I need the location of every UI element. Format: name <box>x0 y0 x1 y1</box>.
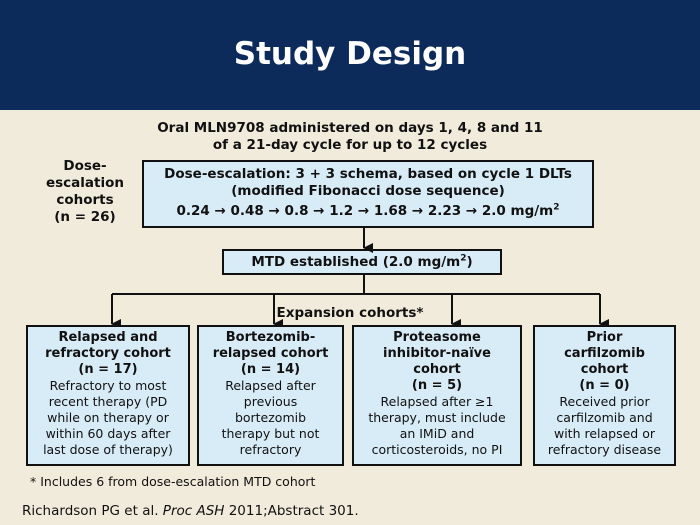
dose-escalation-line-1: Dose-escalation: 3 + 3 schema, based on … <box>164 166 572 182</box>
cohort-description: Relapsed after ≥1 therapy, must include … <box>368 394 506 457</box>
dose-value: 0.8 <box>284 203 309 219</box>
dose-value: 2.23 <box>427 203 462 219</box>
dose-sequence: 0.24 → 0.48 → 0.8 → 1.2 → 1.68 → 2.23 → … <box>144 201 592 221</box>
dose-value: 1.2 <box>329 203 354 219</box>
cohort-name: Bortezomib- relapsed cohort (n = 14) <box>212 330 329 377</box>
cohort-prior-carfilzomib: Prior carfilzomib cohort (n = 0) Receive… <box>533 325 676 466</box>
page-title: Study Design <box>233 36 467 72</box>
cohort-relapsed-refractory: Relapsed and refractory cohort (n = 17) … <box>26 325 190 466</box>
arrow-right-icon: → <box>313 203 325 219</box>
dose-unit: mg/m <box>510 203 554 219</box>
arrow-right-icon: → <box>214 203 226 219</box>
cohort-description: Refractory to most recent therapy (PD wh… <box>43 378 173 457</box>
mtd-box: MTD established (2.0 mg/m2) <box>222 249 502 275</box>
arrow-right-icon: → <box>465 203 478 219</box>
cohort-proteasome-naive: Proteasome inhibitor-naïve cohort (n = 5… <box>352 325 522 466</box>
reference-journal: Proc ASH <box>162 503 225 519</box>
side-label-line: Dose- <box>63 158 107 174</box>
subtitle-line-2: of a 21-day cycle for up to 12 cycles <box>212 137 488 153</box>
side-label-line: cohorts <box>56 192 114 208</box>
dose-escalation-box: Dose-escalation: 3 + 3 schema, based on … <box>142 160 594 228</box>
arrow-right-icon: → <box>268 203 280 219</box>
mtd-superscript: 2 <box>460 253 467 264</box>
cohort-description: Relapsed after previous bortezomib thera… <box>221 378 320 457</box>
header-bar <box>0 0 700 110</box>
cohort-name: Proteasome inhibitor-naïve cohort (n = 5… <box>383 330 491 393</box>
mtd-close: ) <box>466 254 473 270</box>
side-label-line: (n = 26) <box>54 209 116 225</box>
cohort-bortezomib-relapsed: Bortezomib- relapsed cohort (n = 14) Rel… <box>197 325 344 466</box>
arrow-right-icon: → <box>357 203 370 219</box>
reference-details: 2011;Abstract 301. <box>224 503 359 519</box>
dose-value: 0.24 <box>176 203 210 219</box>
dose-escalation-line-2: (modified Fibonacci dose sequence) <box>231 183 505 199</box>
cohort-description: Received prior carfilzomib and with rela… <box>547 394 662 457</box>
subtitle-line-1: Oral MLN9708 administered on days 1, 4, … <box>157 120 543 136</box>
dose-value: 1.68 <box>373 203 408 219</box>
dose-value: 2.0 <box>481 203 506 219</box>
dose-unit-superscript: 2 <box>553 202 560 213</box>
cohort-name: Relapsed and refractory cohort (n = 17) <box>45 330 171 377</box>
footnote: * Includes 6 from dose-escalation MTD co… <box>30 474 316 489</box>
dose-value: 0.48 <box>230 203 264 219</box>
arrow-right-icon: → <box>411 203 424 219</box>
mtd-text: MTD established (2.0 mg/m <box>251 254 461 270</box>
expansion-cohorts-label: Expansion cohorts* <box>276 305 424 321</box>
cohort-name: Prior carfilzomib cohort (n = 0) <box>564 330 645 393</box>
administration-subtitle: Oral MLN9708 administered on days 1, 4, … <box>80 120 620 154</box>
reference-citation: Richardson PG et al. Proc ASH 2011;Abstr… <box>22 503 359 519</box>
reference-authors: Richardson PG et al. <box>22 503 163 519</box>
side-label-line: escalation <box>45 175 124 191</box>
dose-escalation-side-label: Dose- escalation cohorts (n = 26) <box>30 158 140 226</box>
